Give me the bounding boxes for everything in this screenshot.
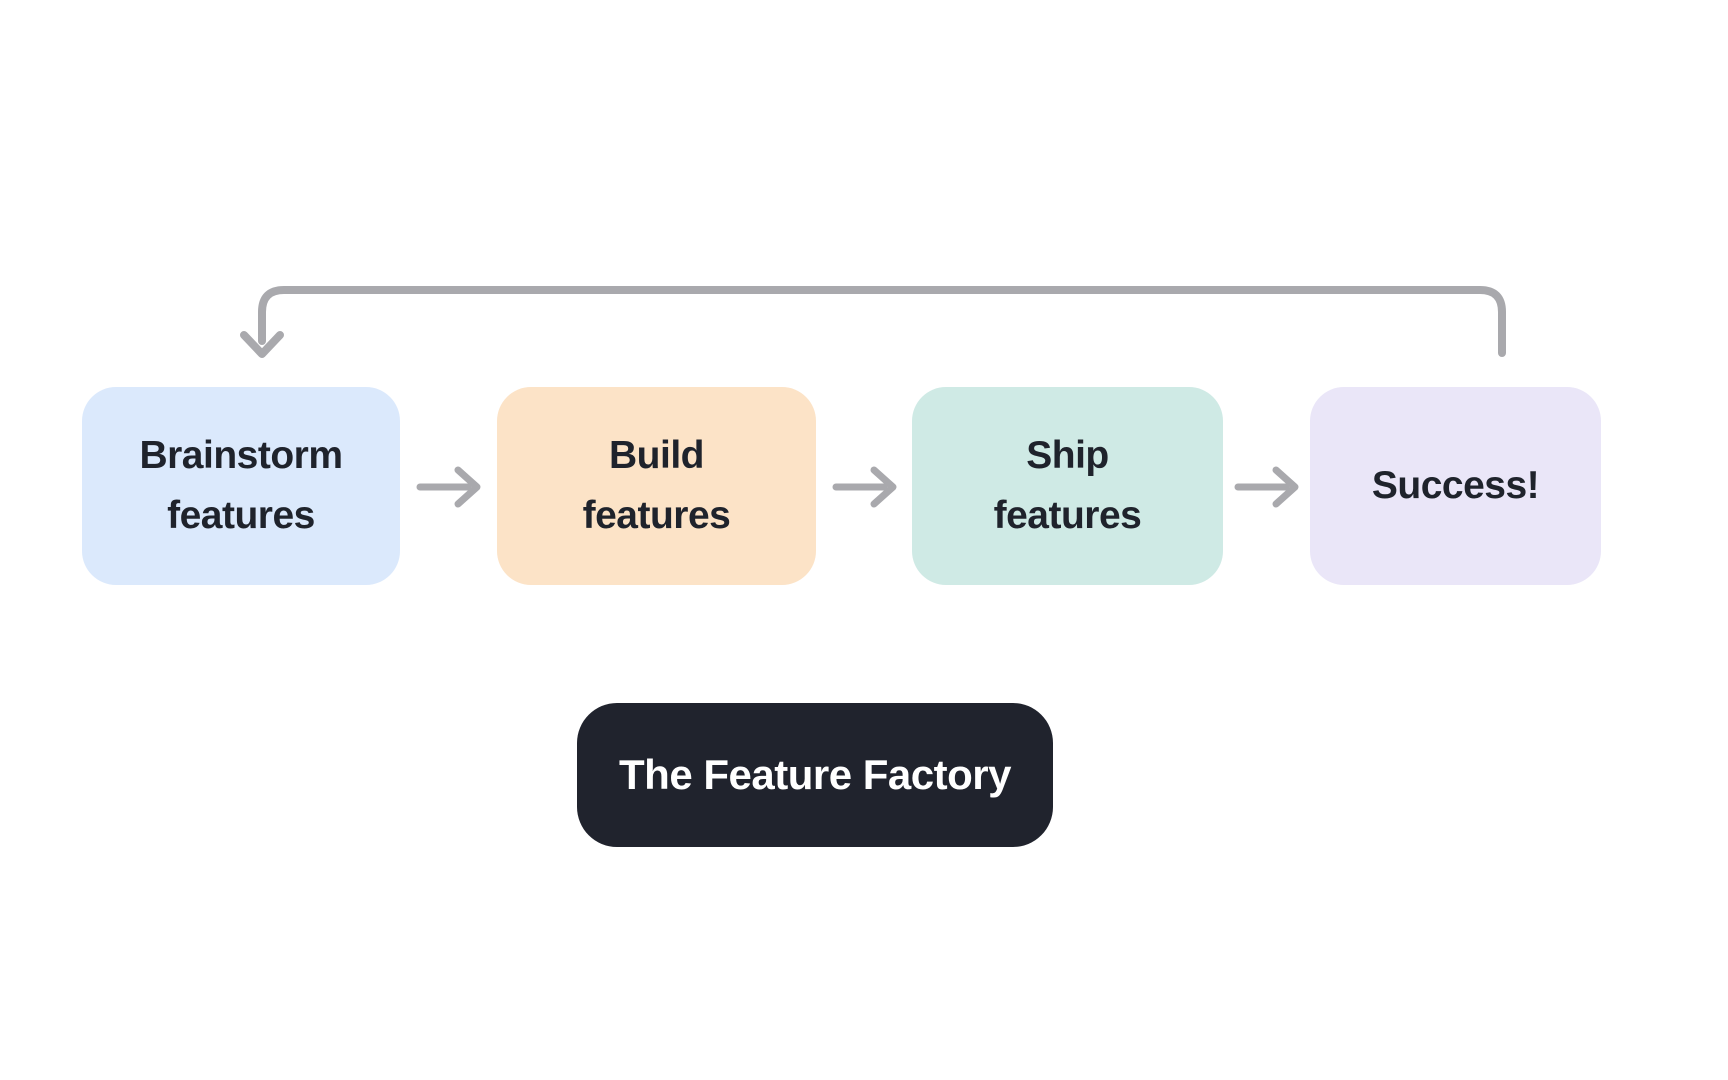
loop-back-arrowhead-icon [240,331,284,358]
node-label-line: Brainstorm [139,434,343,477]
node-label-line: Build [609,434,704,477]
node-label-line: Ship [1026,434,1109,477]
node-label-line: Success! [1371,464,1540,507]
arrow-ship-to-success-icon [1234,466,1299,508]
flow-node-ship: Ship features [912,387,1223,585]
flow-node-build: Build features [497,387,816,585]
loop-back-connector [258,286,1506,357]
node-label-line: features [993,494,1142,537]
node-label-line: features [167,494,315,537]
diagram-title-pill: The Feature Factory [577,703,1053,847]
flow-node-brainstorm: Brainstorm features [82,387,400,585]
arrow-brainstorm-to-build-icon [416,466,481,508]
flow-node-success: Success! [1310,387,1601,585]
arrow-build-to-ship-icon [832,466,897,508]
diagram-title: The Feature Factory [619,751,1011,798]
node-label-line: features [582,494,731,537]
